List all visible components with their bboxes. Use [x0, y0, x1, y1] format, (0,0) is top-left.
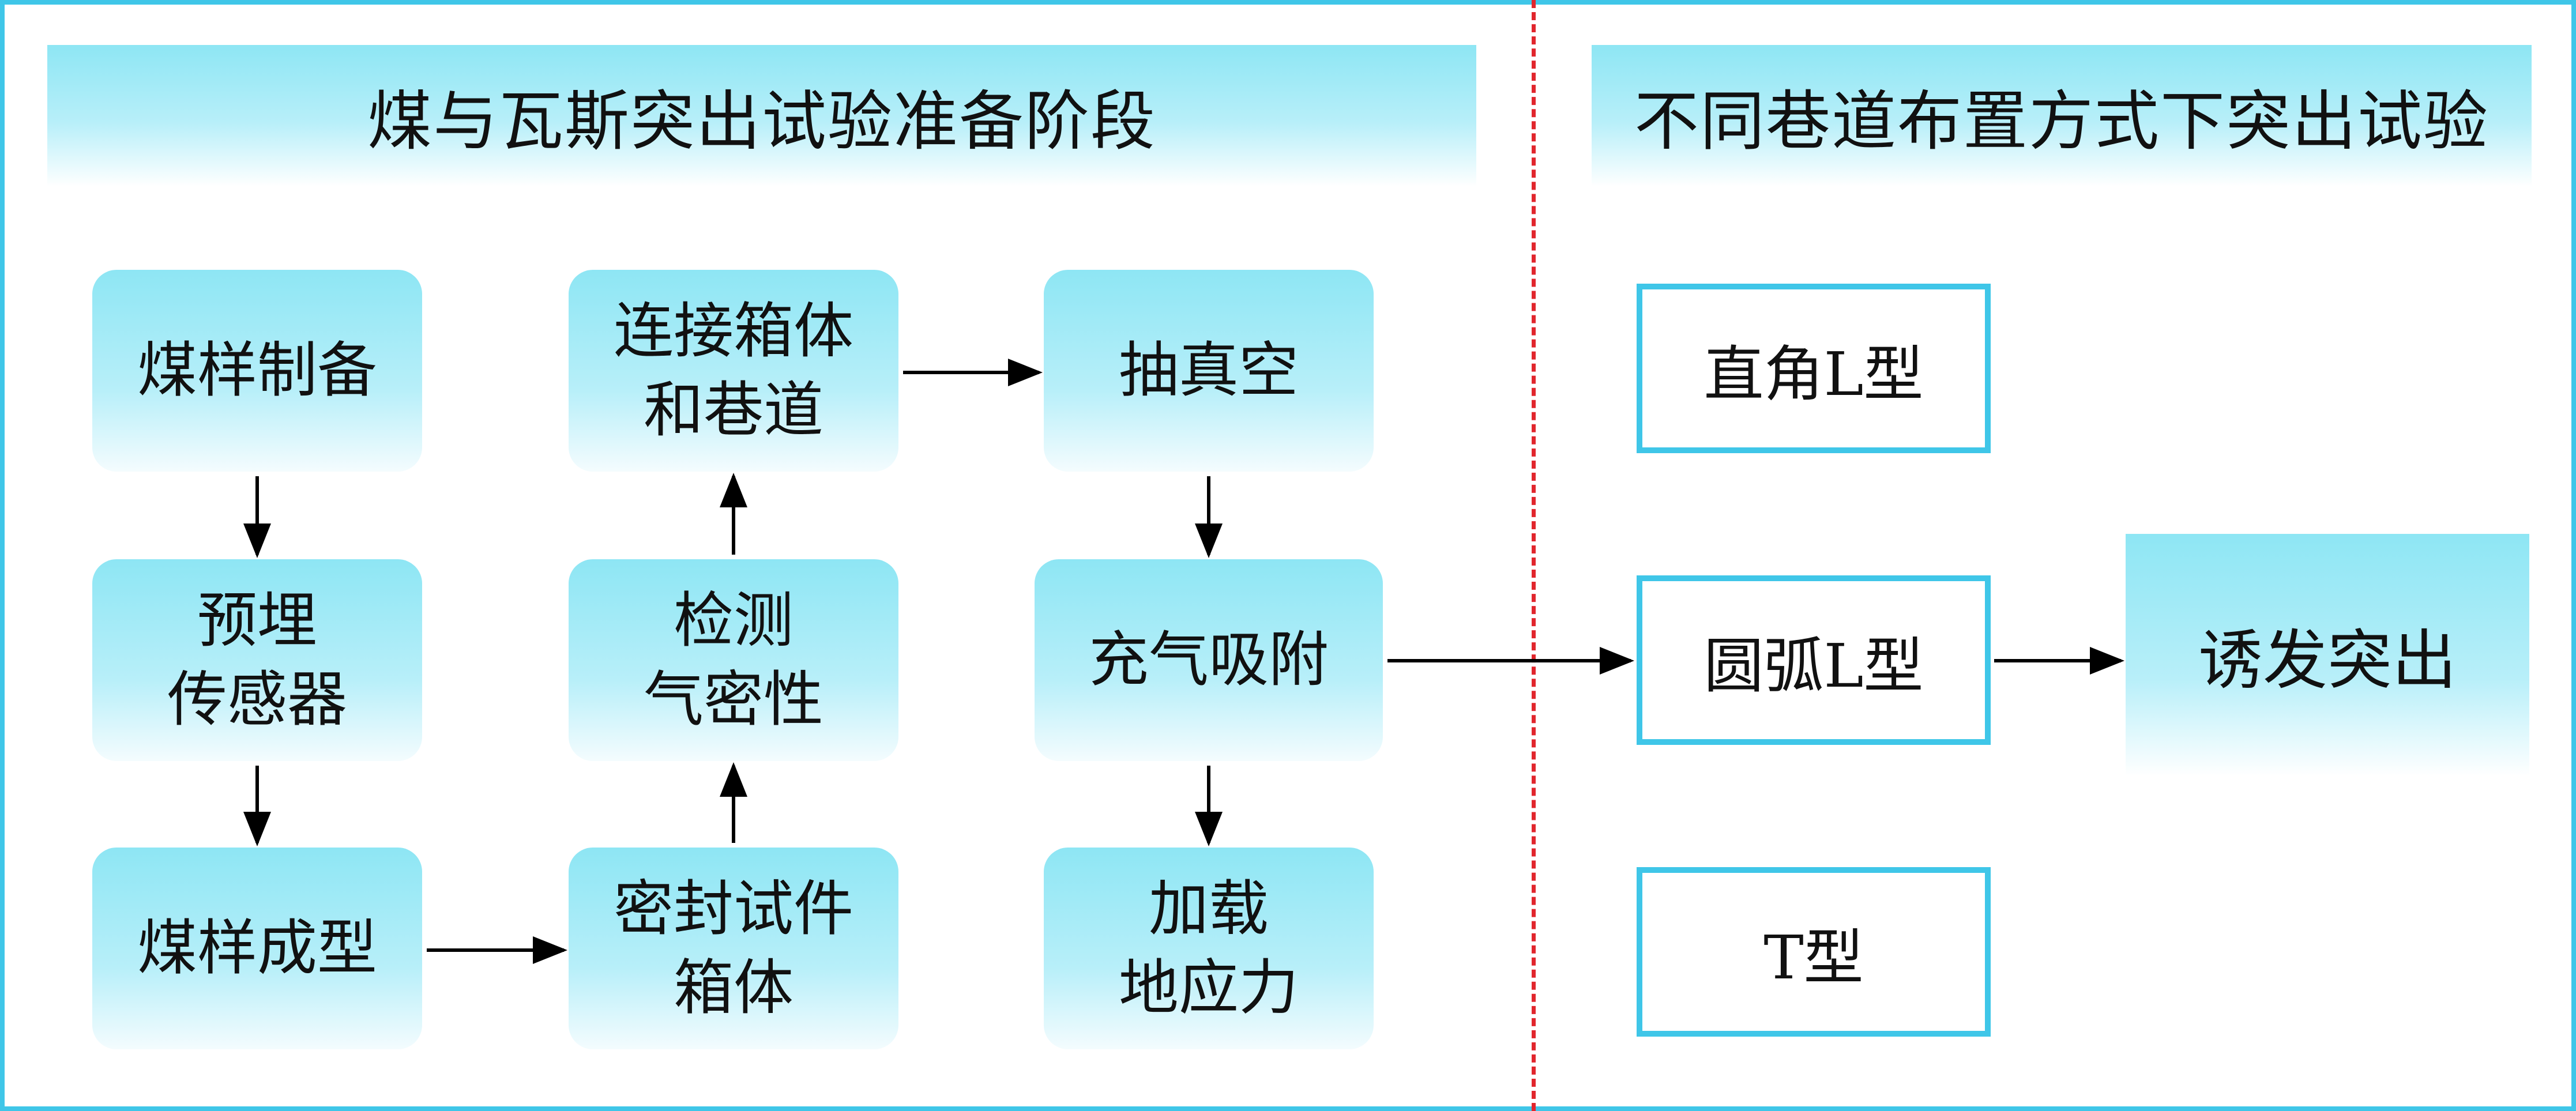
layout-arc-l: 圆弧L型: [1637, 575, 1991, 745]
step-coal-sample-prep: 煤样制备: [92, 270, 422, 472]
step-connect-box-roadway: 连接箱体 和巷道: [569, 270, 898, 472]
layout-t-shape: T型: [1637, 867, 1991, 1037]
layout-right-angle-l: 直角L型: [1637, 284, 1991, 453]
step-embed-sensors: 预埋 传感器: [92, 559, 422, 761]
step-seal-specimen-box: 密封试件 箱体: [569, 848, 898, 1049]
induce-outburst-box: 诱发突出: [2126, 534, 2529, 776]
section-divider: [1532, 0, 1536, 1111]
step-gas-adsorption: 充气吸附: [1035, 559, 1383, 761]
step-load-ground-stress: 加载 地应力: [1044, 848, 1374, 1049]
step-coal-sample-forming: 煤样成型: [92, 848, 422, 1049]
preparation-stage-banner: 煤与瓦斯突出试验准备阶段: [47, 45, 1476, 187]
outburst-experiment-banner: 不同巷道布置方式下突出试验: [1592, 45, 2532, 187]
step-check-airtightness: 检测 气密性: [569, 559, 898, 761]
step-vacuum: 抽真空: [1044, 270, 1374, 472]
